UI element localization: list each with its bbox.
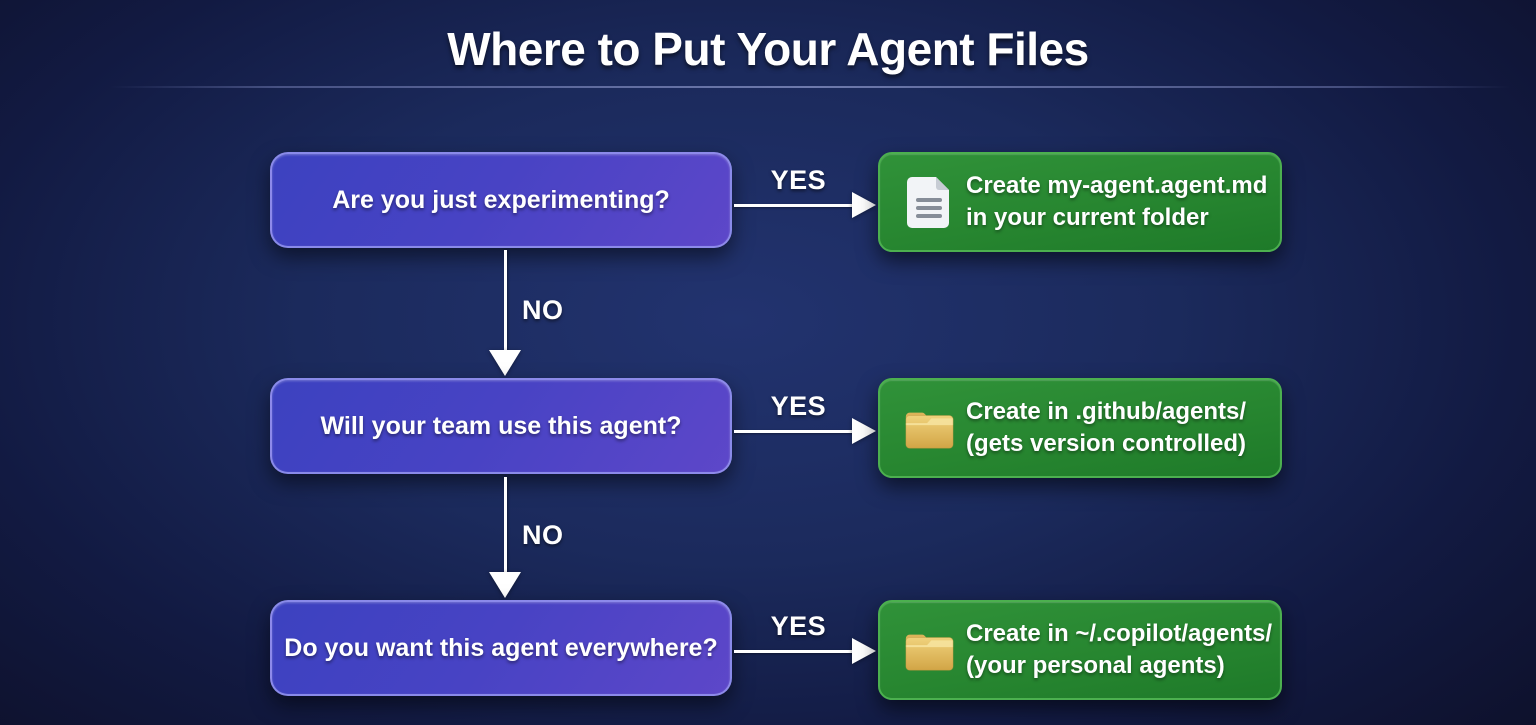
- answer-line2: (gets version controlled): [966, 430, 1247, 457]
- question-box-experimenting: Are you just experimenting?: [270, 152, 732, 248]
- yes-label: YES: [770, 611, 827, 641]
- question-box-team-use: Will your team use this agent?: [270, 378, 732, 474]
- no-label: NO: [522, 519, 564, 550]
- arrow-head-right-icon: [852, 638, 876, 664]
- answer-line2: in your current folder: [966, 204, 1209, 231]
- arrow-head-down-icon: [489, 572, 521, 598]
- no-label: NO: [522, 295, 564, 326]
- yes-label: YES: [770, 391, 827, 421]
- arrow-shaft: [503, 250, 507, 354]
- answer-line1: Create in .github/agents/: [966, 398, 1247, 425]
- answer-box-current-folder: Create my-agent.agent.md in your current…: [878, 152, 1282, 252]
- answer-line1: Create my-agent.agent.md: [966, 172, 1268, 199]
- answer-line2: (your personal agents): [966, 652, 1225, 679]
- arrow-shaft: [734, 204, 856, 207]
- arrow-head-down-icon: [489, 350, 521, 376]
- yes-label: YES: [770, 165, 827, 195]
- folder-icon: [902, 626, 956, 674]
- arrow-shaft: [503, 477, 507, 576]
- arrow-head-right-icon: [852, 192, 876, 218]
- question-text: Will your team use this agent?: [320, 411, 682, 440]
- answer-box-github-agents: Create in .github/agents/ (gets version …: [878, 378, 1282, 478]
- answer-line1: Create in ~/.copilot/agents/: [966, 620, 1273, 647]
- answer-box-copilot-agents: Create in ~/.copilot/agents/ (your perso…: [878, 600, 1282, 700]
- document-icon: [902, 175, 956, 229]
- arrow-shaft: [734, 430, 856, 433]
- arrow-head-right-icon: [852, 418, 876, 444]
- page-title: Where to Put Your Agent Files: [447, 23, 1089, 75]
- question-box-everywhere: Do you want this agent everywhere?: [270, 600, 732, 696]
- question-text: Do you want this agent everywhere?: [284, 633, 718, 662]
- question-text: Are you just experimenting?: [332, 185, 670, 214]
- folder-icon: [902, 404, 956, 452]
- title-divider: [110, 86, 1510, 88]
- arrow-shaft: [734, 650, 856, 653]
